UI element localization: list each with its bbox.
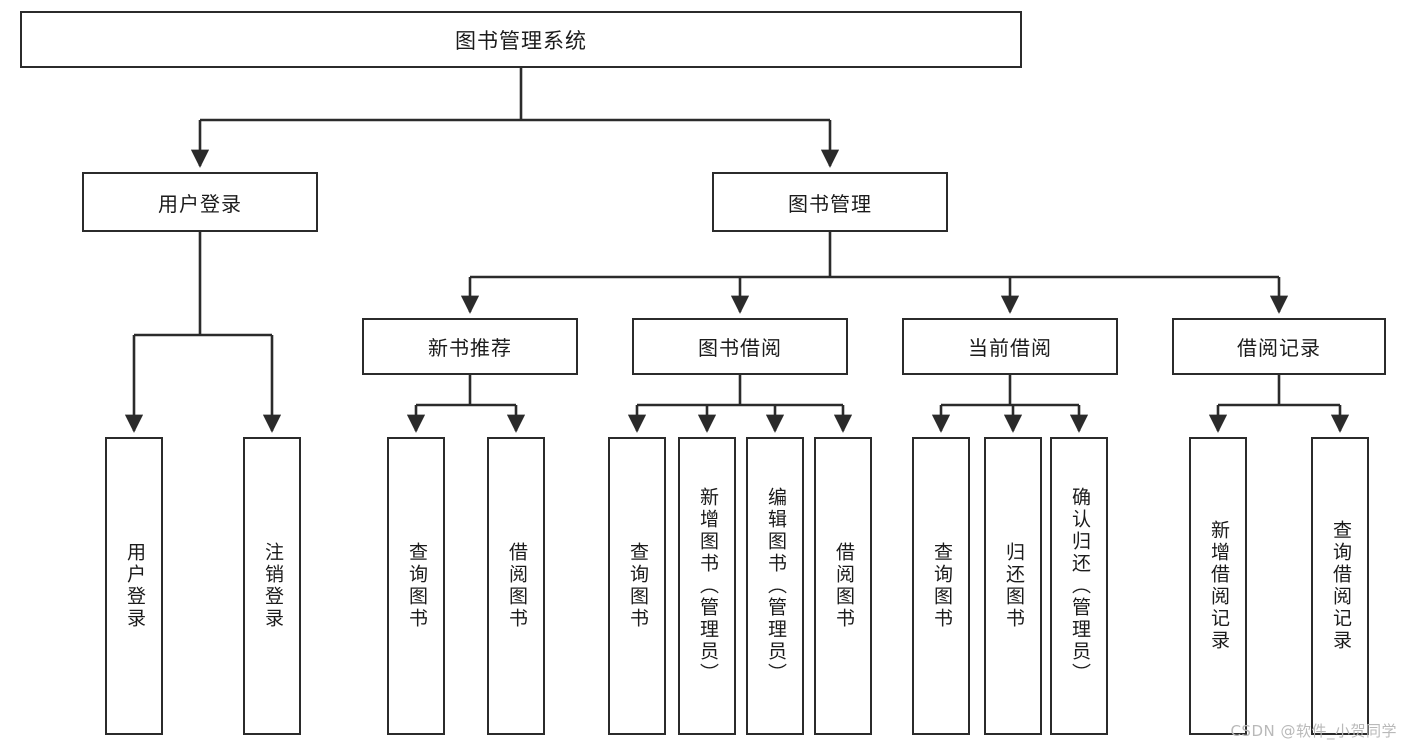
leaf-add-book-admin[interactable]: 新增图书（管理员） bbox=[678, 437, 736, 735]
node-book-borrow-label: 图书借阅 bbox=[698, 336, 782, 360]
node-user-login-label: 用户登录 bbox=[158, 191, 242, 216]
leaf-label: 用户登录 bbox=[123, 542, 146, 630]
leaf-query-borrow-record[interactable]: 查询借阅记录 bbox=[1311, 437, 1369, 735]
leaf-borrow-book-recommend[interactable]: 借阅图书 bbox=[487, 437, 545, 735]
node-current-borrow-label: 当前借阅 bbox=[968, 336, 1052, 360]
node-borrow-record[interactable]: 借阅记录 bbox=[1172, 318, 1386, 375]
leaf-label: 查询图书 bbox=[930, 542, 953, 630]
leaf-query-book-recommend[interactable]: 查询图书 bbox=[387, 437, 445, 735]
leaf-add-borrow-record[interactable]: 新增借阅记录 bbox=[1189, 437, 1247, 735]
leaf-label: 新增图书（管理员） bbox=[696, 487, 719, 685]
leaf-user-login[interactable]: 用户登录 bbox=[105, 437, 163, 735]
leaf-label: 确认归还（管理员） bbox=[1068, 487, 1091, 685]
leaf-label: 借阅图书 bbox=[505, 542, 528, 630]
node-user-login[interactable]: 用户登录 bbox=[82, 172, 318, 232]
leaf-edit-book-admin[interactable]: 编辑图书（管理员） bbox=[746, 437, 804, 735]
leaf-return-book[interactable]: 归还图书 bbox=[984, 437, 1042, 735]
node-new-book-recommend-label: 新书推荐 bbox=[428, 336, 512, 360]
node-current-borrow[interactable]: 当前借阅 bbox=[902, 318, 1118, 375]
leaf-label: 注销登录 bbox=[261, 542, 284, 630]
node-book-management[interactable]: 图书管理 bbox=[712, 172, 948, 232]
node-book-management-label: 图书管理 bbox=[788, 191, 872, 216]
leaf-confirm-return-admin[interactable]: 确认归还（管理员） bbox=[1050, 437, 1108, 735]
leaf-label: 查询借阅记录 bbox=[1329, 520, 1352, 652]
leaf-label: 查询图书 bbox=[405, 542, 428, 630]
leaf-query-book-borrow[interactable]: 查询图书 bbox=[608, 437, 666, 735]
node-book-borrow[interactable]: 图书借阅 bbox=[632, 318, 848, 375]
node-new-book-recommend[interactable]: 新书推荐 bbox=[362, 318, 578, 375]
leaf-label: 借阅图书 bbox=[832, 542, 855, 630]
node-root-label: 图书管理系统 bbox=[455, 28, 587, 53]
leaf-label: 新增借阅记录 bbox=[1207, 520, 1230, 652]
node-root[interactable]: 图书管理系统 bbox=[20, 11, 1022, 68]
leaf-label: 归还图书 bbox=[1002, 542, 1025, 630]
node-borrow-record-label: 借阅记录 bbox=[1237, 336, 1321, 360]
leaf-label: 查询图书 bbox=[626, 542, 649, 630]
leaf-borrow-book[interactable]: 借阅图书 bbox=[814, 437, 872, 735]
leaf-logout[interactable]: 注销登录 bbox=[243, 437, 301, 735]
leaf-label: 编辑图书（管理员） bbox=[764, 487, 787, 685]
leaf-query-book-current[interactable]: 查询图书 bbox=[912, 437, 970, 735]
